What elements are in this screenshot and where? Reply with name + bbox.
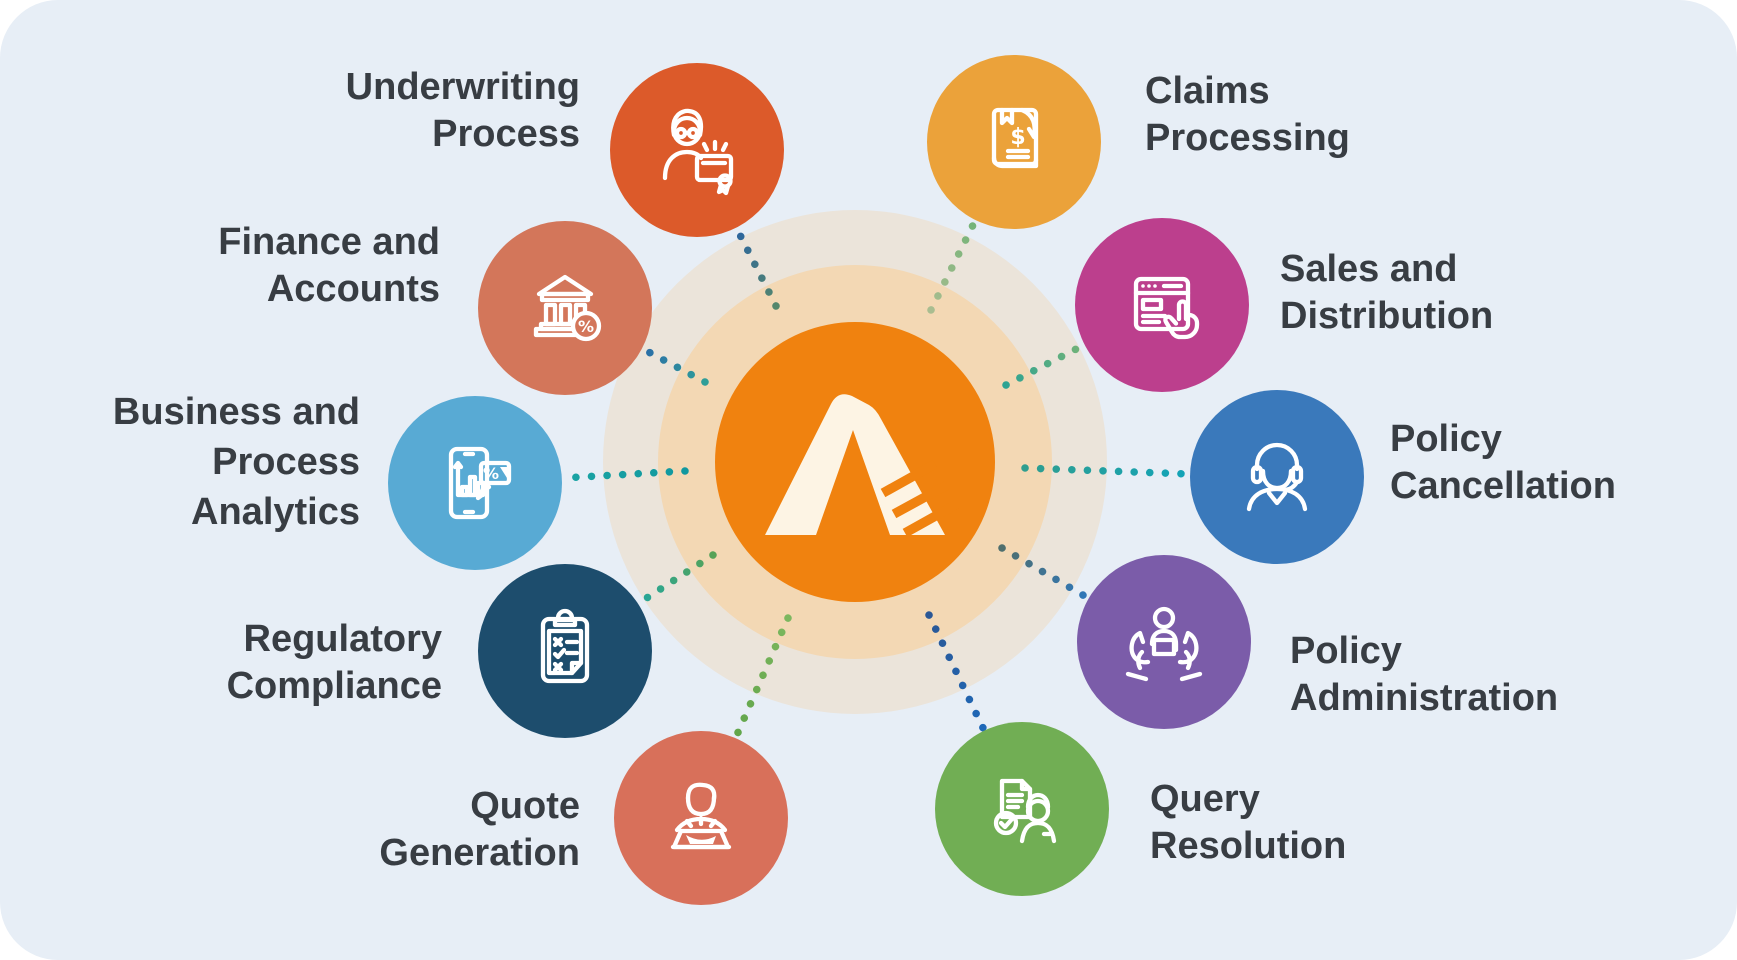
connector-dotted-line [733, 225, 780, 310]
node-finance-accounts: % [478, 221, 652, 395]
node-policy-administration [1077, 555, 1251, 729]
connector-dotted-line [1002, 341, 1088, 389]
node-circle [478, 221, 652, 395]
label-line: Administration [1290, 677, 1559, 719]
node-query-resolution [935, 722, 1109, 896]
label-line: Underwriting [345, 66, 580, 108]
sales-browser-icon [1133, 276, 1200, 340]
support-headset-icon [1246, 442, 1308, 512]
bank-percent-icon: % [533, 274, 602, 342]
connector-dotted-line [559, 467, 689, 482]
svg-text:%: % [483, 464, 499, 483]
label-line: Compliance [226, 665, 442, 707]
node-business-process-analytics: % [388, 396, 562, 570]
connector-dotted-line [635, 551, 717, 607]
connector-dotted-line [1021, 464, 1193, 478]
connector-dotted-line [998, 544, 1092, 602]
label-policy-cancellation: Policy Cancellation [1390, 416, 1616, 510]
claims-book-icon: $ [991, 107, 1039, 169]
label-sales-distribution: Sales and Distribution [1280, 246, 1493, 340]
label-line: Distribution [1280, 295, 1494, 337]
node-circle [610, 63, 784, 237]
label-claims-processing: Claims Processing [1145, 68, 1350, 162]
label-line: Accounts [266, 268, 440, 310]
label-line: Regulatory [243, 618, 442, 660]
label-line: Policy [1290, 630, 1402, 672]
label-line: Process [432, 113, 580, 155]
label-regulatory-compliance: Regulatory Compliance [227, 616, 442, 710]
person-laptop-icon [670, 782, 732, 850]
analytics-tablet-icon: % [448, 446, 512, 520]
node-circle [927, 55, 1101, 229]
node-policy-cancellation [1190, 390, 1364, 564]
hub-core-circle [715, 322, 995, 602]
connector-dotted-line [925, 611, 988, 734]
label-line: Claims [1145, 70, 1270, 112]
chevron-a-logo [765, 394, 960, 538]
caring-hands-icon [1125, 606, 1203, 682]
label-line: Policy [1390, 418, 1502, 460]
label-business-process-analytics: Business and Process Analytics [113, 387, 360, 537]
label-line: Sales and [1280, 248, 1458, 290]
node-quote-generation [614, 731, 788, 905]
label-query-resolution: Query Resolution [1150, 776, 1346, 870]
underwriter-agent-icon [662, 108, 734, 196]
label-line: Query [1150, 778, 1260, 820]
node-sales-distribution [1075, 218, 1249, 392]
node-claims-processing: $ [927, 55, 1101, 229]
node-underwriting-process [610, 63, 784, 237]
label-line: Finance and [218, 221, 440, 263]
node-regulatory-compliance [478, 564, 652, 738]
query-document-icon [993, 778, 1057, 844]
label-line: Generation [379, 832, 580, 874]
connector-dotted-line [732, 614, 792, 741]
node-circle [1190, 390, 1364, 564]
compliance-clipboard-icon [540, 608, 590, 684]
label-line: Process [212, 441, 360, 483]
hub-core [715, 322, 995, 602]
label-line: Resolution [1150, 825, 1347, 867]
label-line: Quote [470, 785, 580, 827]
label-policy-administration: Policy Administration [1290, 628, 1558, 722]
label-finance-accounts: Finance and Accounts [218, 219, 440, 313]
svg-text:%: % [578, 317, 594, 336]
connectors [559, 217, 1193, 741]
label-quote-generation: Quote Generation [379, 783, 580, 877]
label-line: Analytics [191, 491, 360, 533]
connector-dotted-line [927, 217, 979, 314]
svg-text:$: $ [1010, 125, 1025, 150]
label-line: Business and [112, 391, 360, 433]
label-underwriting-process: Underwriting Process [346, 64, 580, 158]
label-line: Cancellation [1390, 465, 1616, 507]
label-line: Processing [1145, 117, 1350, 159]
node-circle [935, 722, 1109, 896]
